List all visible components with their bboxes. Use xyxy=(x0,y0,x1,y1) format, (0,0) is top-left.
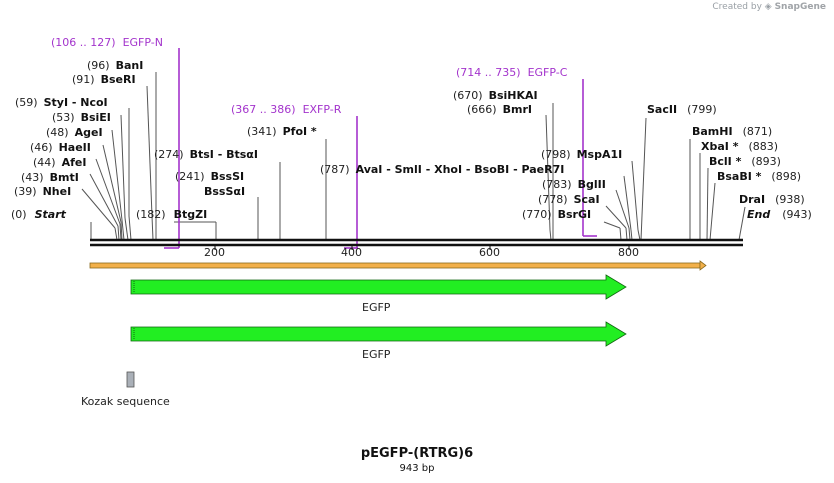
egfp-feature-arrow xyxy=(130,274,627,300)
site-label: BssSαI xyxy=(204,185,245,198)
primer-name: EGFP-C xyxy=(528,66,568,79)
primer-label: (714 .. 735) EGFP-C xyxy=(456,66,568,79)
site-label: DraI(938) xyxy=(739,193,805,206)
axis-tick-label: 600 xyxy=(479,246,500,259)
axis-tick-label: 800 xyxy=(618,246,639,259)
site-label: (91)BseRI xyxy=(72,73,136,86)
site-leader-lines xyxy=(81,72,746,241)
primer-name: EGFP-N xyxy=(123,36,163,49)
site-labels-middle: (182)BtgZI (241)BssSI BssSαI (274)BtsI -… xyxy=(136,125,317,221)
primer-label: (367 .. 386) EXFP-R xyxy=(231,103,342,116)
site-label: (787)AvaI - SmlI - XhoI - BsoBI - PaeR7I xyxy=(320,163,564,176)
axis-tick-label: 200 xyxy=(204,246,225,259)
site-label: (341)PfoI * xyxy=(247,125,317,138)
dna-backbone xyxy=(90,238,743,250)
site-label: BclI *(893) xyxy=(709,155,781,168)
kozak-feature-box xyxy=(126,371,135,388)
primer-range: (714 .. 735) xyxy=(456,66,521,79)
site-label: (0)Start xyxy=(11,208,67,221)
site-label: BsaBI *(898) xyxy=(717,170,801,183)
site-label: (48)AgeI xyxy=(46,126,103,139)
site-label: (241)BssSI xyxy=(175,170,244,183)
site-label: (182)BtgZI xyxy=(136,208,207,221)
site-label: (798)MspA1I xyxy=(541,148,622,161)
site-label: (274)BtsI - BtsαI xyxy=(154,148,258,161)
primer-range: (367 .. 386) xyxy=(231,103,296,116)
site-label: (770)BsrGI xyxy=(522,208,591,221)
site-label: (39)NheI xyxy=(14,185,71,198)
site-labels-right: (666)BmrI (670)BsiHKAI (770)BsrGI (778)S… xyxy=(320,89,812,221)
feature-label: Kozak sequence xyxy=(81,395,170,408)
site-label: (44)AfeI xyxy=(33,156,86,169)
site-label: (53)BsiEI xyxy=(52,111,111,124)
site-label: (96)BanI xyxy=(87,59,143,72)
site-label: BamHI(871) xyxy=(692,125,772,138)
site-label: (778)ScaI xyxy=(538,193,600,206)
feature-label: EGFP xyxy=(362,348,391,361)
site-label: XbaI *(883) xyxy=(701,140,778,153)
feature-label: EGFP xyxy=(362,301,391,314)
site-label: (783)BglII xyxy=(542,178,606,191)
snapgene-logo-icon: ◈ xyxy=(764,2,772,12)
site-label: (666)BmrI xyxy=(467,103,532,116)
plasmid-length: 943 bp xyxy=(400,463,435,474)
egfp-feature-arrow xyxy=(130,321,627,347)
plasmid-name: pEGFP-(RTRG)6 xyxy=(361,446,473,461)
credit-prefix: Created by xyxy=(712,2,762,12)
site-label: SacII(799) xyxy=(647,103,717,116)
site-label: (46)HaeII xyxy=(30,141,91,154)
primer-range: (106 .. 127) xyxy=(51,36,116,49)
axis-tick-label: 400 xyxy=(341,246,362,259)
site-label: (43)BmtI xyxy=(21,171,79,184)
orf-arrow xyxy=(89,260,707,271)
site-label: (59)StyI - NcoI xyxy=(15,96,108,109)
snapgene-credit: Created by ◈ SnapGene xyxy=(712,2,826,12)
site-label: End(943) xyxy=(747,208,812,221)
primer-label: (106 .. 127) EGFP-N xyxy=(51,36,163,49)
site-labels-left: (0)Start (39)NheI (43)BmtI (44)AfeI (46)… xyxy=(11,59,143,221)
site-label: (670)BsiHKAI xyxy=(453,89,538,102)
primer-marks xyxy=(164,48,597,249)
credit-brand: SnapGene xyxy=(774,2,826,12)
primer-name: EXFP-R xyxy=(303,103,342,116)
